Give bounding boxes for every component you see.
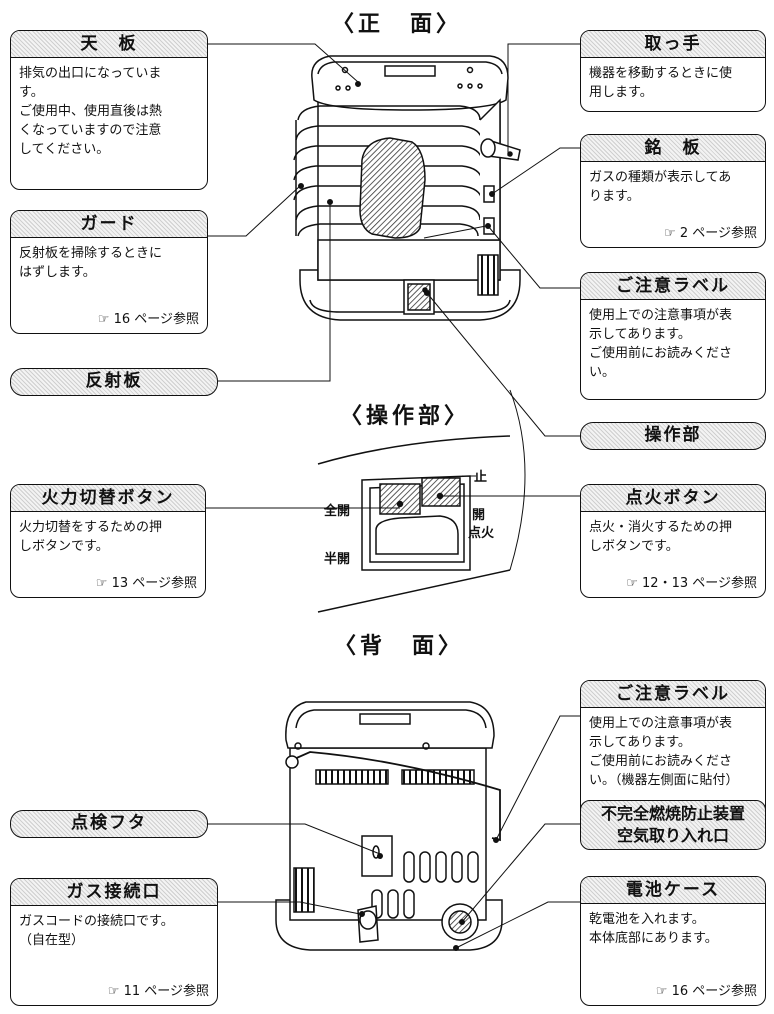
front-caution-label-callout: ご注意ラベル 使用上での注意事項が表 示してあります。 ご使用前にお読みくださ … <box>580 272 766 400</box>
ignition-text-1: 点火・消火するための押 <box>589 520 733 535</box>
front-leader-lines <box>208 43 580 437</box>
nameplate-heading: 銘 板 <box>581 135 765 162</box>
back-caution-text-1: 使用上での注意事項が表 <box>589 716 733 731</box>
power-switch-ref-text: 13 ページ参照 <box>111 576 197 591</box>
top-plate-heading: 天 板 <box>11 31 207 58</box>
pointing-hand-icon: ☞ <box>655 984 668 999</box>
nameplate-ref-text: 2 ページ参照 <box>679 226 757 241</box>
front-caution-heading: ご注意ラベル <box>581 273 765 300</box>
gas-inlet-reference: ☞ 11 ページ参照 <box>108 980 209 999</box>
gas-inlet-text-2: （自在型） <box>19 933 85 948</box>
power-switch-reference: ☞ 13 ページ参照 <box>96 572 197 591</box>
pointing-hand-icon: ☞ <box>107 984 120 999</box>
guard-text-2: はずします。 <box>19 265 96 280</box>
ignition-ref-text: 12・13 ページ参照 <box>642 576 757 591</box>
ignition-callout: 点火ボタン 点火・消火するための押 しボタンです。 ☞ 12・13 ページ参照 <box>580 484 766 598</box>
back-caution-label-callout: ご注意ラベル 使用上での注意事項が表 示してあります。 ご使用前にお読みくださ … <box>580 680 766 820</box>
top-plate-text-5: してください。 <box>19 142 110 157</box>
air-intake-line-2: 空気取り入れ口 <box>616 826 729 845</box>
battery-case-ref-text: 16 ページ参照 <box>671 984 757 999</box>
ignition-reference: ☞ 12・13 ページ参照 <box>626 572 757 591</box>
reflector-label: 反射板 <box>10 368 218 396</box>
back-caution-text-4: い。（機器左側面に貼付） <box>589 773 739 788</box>
top-plate-text-3: ご使用中、使用直後は熱 <box>19 104 163 119</box>
ignition-heading: 点火ボタン <box>581 485 765 512</box>
front-heater-illustration <box>293 55 521 321</box>
guard-heading: ガード <box>11 211 207 238</box>
guard-callout: ガード 反射板を掃除するときに はずします。 ☞ 16 ページ参照 <box>10 210 208 334</box>
handle-text-2: 用します。 <box>589 85 653 100</box>
pointing-hand-icon: ☞ <box>664 226 676 241</box>
control-panel-label: 操作部 <box>580 422 766 450</box>
stop-mark: 止 <box>474 470 488 485</box>
power-switch-text-2: しボタンです。 <box>19 539 109 554</box>
front-caution-text-4: い。 <box>589 365 616 380</box>
gas-inlet-ref-text: 11 ページ参照 <box>123 984 209 999</box>
battery-case-text-1: 乾電池を入れます。 <box>589 912 705 927</box>
half-open-mark: 半開 <box>324 552 351 567</box>
back-caution-heading: ご注意ラベル <box>581 681 765 708</box>
control-panel-title: 〈操作部〉 <box>340 404 471 429</box>
battery-case-reference: ☞ 16 ページ参照 <box>656 980 757 999</box>
top-plate-text-2: す。 <box>19 85 44 100</box>
full-open-mark: 全開 <box>324 504 351 519</box>
inspection-lid-label: 点検フタ <box>10 810 208 838</box>
front-caution-text-3: ご使用前にお読みくださ <box>589 346 733 361</box>
open-mark: 開 <box>472 508 486 523</box>
air-intake-label: 不完全燃焼防止装置 空気取り入れ口 <box>580 800 766 850</box>
gas-inlet-text-1: ガスコードの接続口です。 <box>19 914 174 929</box>
back-caution-text-3: ご使用前にお読みくださ <box>589 754 733 769</box>
battery-case-text-2: 本体底部にあります。 <box>589 931 718 946</box>
handle-text-1: 機器を移動するときに使 <box>589 66 733 81</box>
nameplate-text-1: ガスの種類が表示してあ <box>589 170 732 185</box>
front-view-title: 〈正 面〉 <box>332 12 463 37</box>
power-switch-callout: 火力切替ボタン 火力切替をするための押 しボタンです。 ☞ 13 ページ参照 <box>10 484 206 598</box>
ignition-text-2: しボタンです。 <box>589 539 679 554</box>
back-leader-lines <box>208 715 580 951</box>
gas-inlet-callout: ガス接続口 ガスコードの接続口です。 （自在型） ☞ 11 ページ参照 <box>10 878 218 1006</box>
power-switch-text-1: 火力切替をするための押 <box>19 520 163 535</box>
pointing-hand-icon: ☞ <box>95 576 108 591</box>
top-plate-text-4: くなっていますので注意 <box>19 123 162 138</box>
nameplate-reference: ☞ 2 ページ参照 <box>664 222 757 241</box>
back-view-title: 〈背 面〉 <box>334 634 465 659</box>
power-switch-heading: 火力切替ボタン <box>11 485 205 512</box>
guard-text-1: 反射板を掃除するときに <box>19 246 163 261</box>
air-intake-line-1: 不完全燃焼防止装置 <box>600 804 745 823</box>
pointing-hand-icon: ☞ <box>97 312 110 327</box>
pointing-hand-icon: ☞ <box>626 576 638 591</box>
control-panel-illustration <box>317 389 526 613</box>
gas-inlet-heading: ガス接続口 <box>11 879 217 906</box>
guard-reference: ☞ 16 ページ参照 <box>98 308 199 327</box>
handle-heading: 取っ手 <box>581 31 765 58</box>
battery-case-heading: 電池ケース <box>581 877 765 904</box>
front-caution-text-2: 示してあります。 <box>589 327 691 342</box>
nameplate-text-2: ります。 <box>589 189 640 204</box>
battery-case-callout: 電池ケース 乾電池を入れます。 本体底部にあります。 ☞ 16 ページ参照 <box>580 876 766 1006</box>
ignite-mark: 点火 <box>468 526 495 541</box>
nameplate-callout: 銘 板 ガスの種類が表示してあ ります。 ☞ 2 ページ参照 <box>580 134 766 248</box>
guard-ref-text: 16 ページ参照 <box>113 312 199 327</box>
control-leader-lines <box>206 475 580 509</box>
top-plate-text-1: 排気の出口になっていま <box>19 66 162 81</box>
front-caution-text-1: 使用上での注意事項が表 <box>589 308 733 323</box>
handle-callout: 取っ手 機器を移動するときに使 用します。 <box>580 30 766 112</box>
back-caution-text-2: 示してあります。 <box>589 735 691 750</box>
top-plate-callout: 天 板 排気の出口になっていま す。 ご使用中、使用直後は熱 くなっていますので… <box>10 30 208 190</box>
